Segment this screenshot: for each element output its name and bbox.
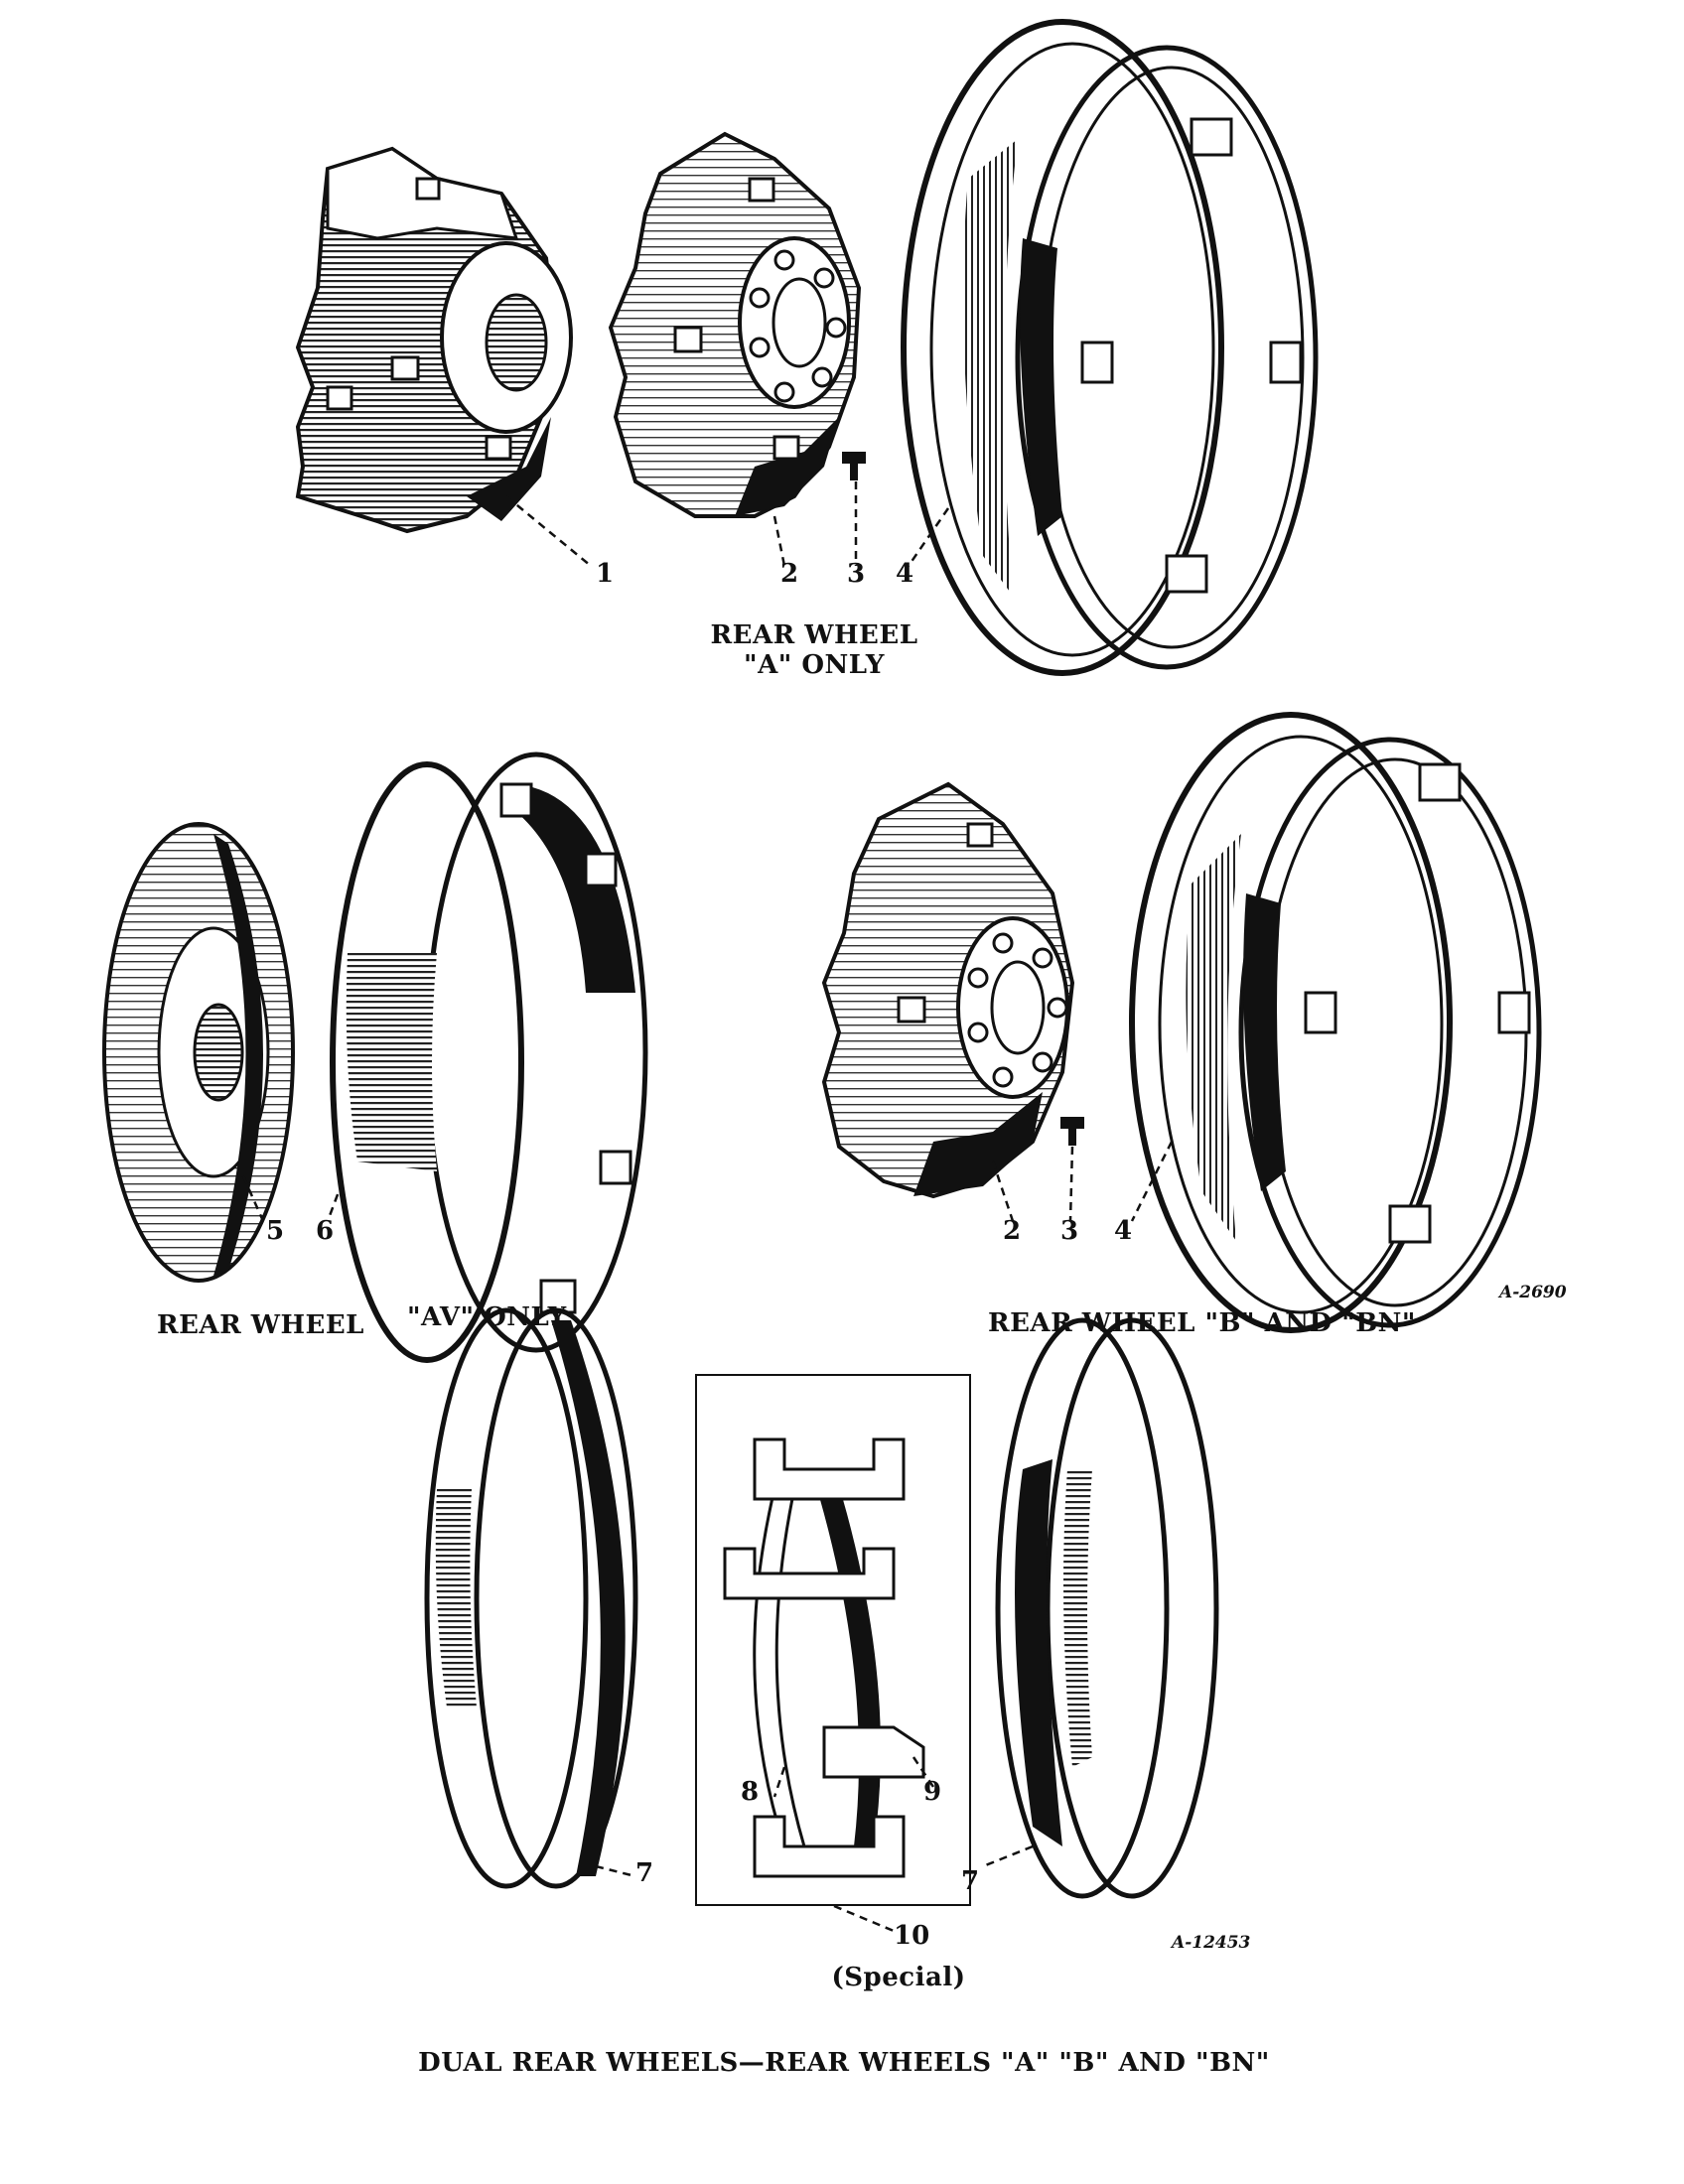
part-7-dual-rim-left (424, 1307, 638, 1889)
callout-3-b: 3 (1060, 1216, 1079, 1246)
callout-2-b: 2 (1003, 1216, 1022, 1246)
callout-5: 5 (266, 1216, 285, 1246)
drawing-code-a2690: A-2690 (1499, 1283, 1567, 1302)
caption-rear-wheel-av-right: "AV" ONLY (407, 1302, 567, 1332)
callout-4-b: 4 (1114, 1216, 1133, 1246)
part-2-wheel-disc-b (821, 781, 1075, 1199)
drawing-code-a12453: A-12453 (1172, 1933, 1251, 1953)
caption-special: (Special) (831, 1963, 966, 1992)
callout-4: 4 (896, 559, 914, 589)
caption-dual-rear-wheels: DUAL REAR WHEELS—REAR WHEELS "A" "B" AND… (418, 2048, 1270, 2078)
part-2-wheel-disc-a (608, 131, 862, 518)
callout-10: 10 (894, 1921, 930, 1951)
callout-2: 2 (780, 559, 799, 589)
part-3-bolt-b (1060, 1117, 1084, 1146)
callout-6: 6 (316, 1216, 335, 1246)
special-insert-frame (695, 1374, 971, 1906)
caption-rear-wheel-b-bn: REAR WHEEL "B" AND "BN" (988, 1308, 1416, 1338)
part-10-dual-spacer-insert (723, 1437, 925, 1878)
part-5-wheel-disc-av (102, 822, 295, 1283)
caption-rear-wheel-a-line1: REAR WHEEL (710, 620, 918, 650)
callout-3: 3 (847, 559, 866, 589)
callout-1: 1 (596, 559, 615, 589)
callout-7-right: 7 (961, 1866, 980, 1896)
leader-lines (241, 481, 1174, 1933)
part-4-rim-b (1129, 712, 1542, 1333)
caption-rear-wheel-av-left: REAR WHEEL (157, 1310, 364, 1340)
part-3-bolt-a (842, 452, 866, 480)
part-4-rim-a (901, 19, 1319, 676)
caption-rear-wheel-a-line2: "A" ONLY (744, 650, 885, 680)
callout-9: 9 (923, 1777, 942, 1807)
part-1-wheel-center (295, 146, 573, 534)
callout-8: 8 (741, 1777, 760, 1807)
part-6-rim-av (330, 751, 648, 1363)
callout-7-left: 7 (635, 1858, 654, 1888)
part-7-dual-rim-right (995, 1317, 1219, 1899)
